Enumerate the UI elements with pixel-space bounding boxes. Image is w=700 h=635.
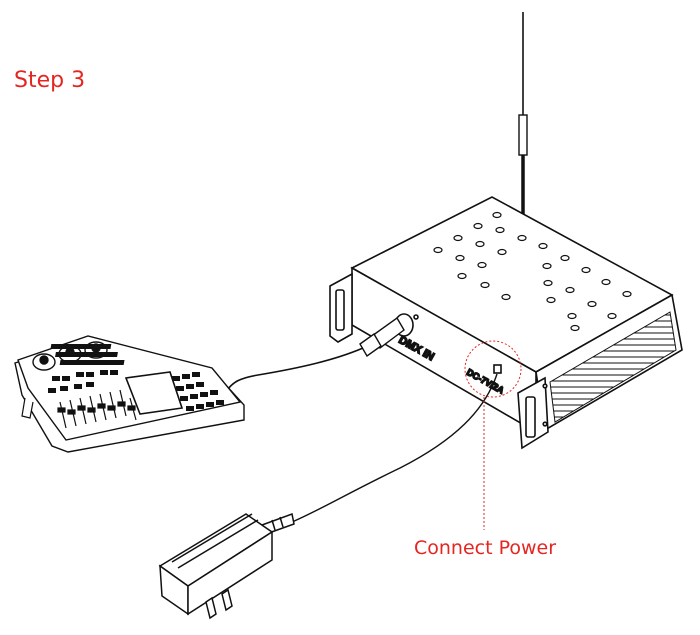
console-button-grid <box>48 344 125 393</box>
dmx-cable <box>225 347 364 393</box>
xlr-plug <box>359 316 405 358</box>
power-cable <box>291 373 498 523</box>
console-faders <box>57 389 137 429</box>
lighting-console <box>14 335 245 453</box>
power-adapter <box>158 512 295 620</box>
top-vent-holes <box>433 211 632 332</box>
box-side-vents <box>549 311 677 423</box>
step-title: Step 3 <box>14 68 86 93</box>
console-keypad <box>172 372 224 411</box>
connect-power-callout: Connect Power <box>414 537 557 559</box>
power-callout-marker <box>464 340 522 530</box>
plug-prongs <box>205 588 233 620</box>
console-screen <box>124 371 184 415</box>
wireless-dmx-box: DMX IN DC-7V/2A <box>329 196 683 450</box>
